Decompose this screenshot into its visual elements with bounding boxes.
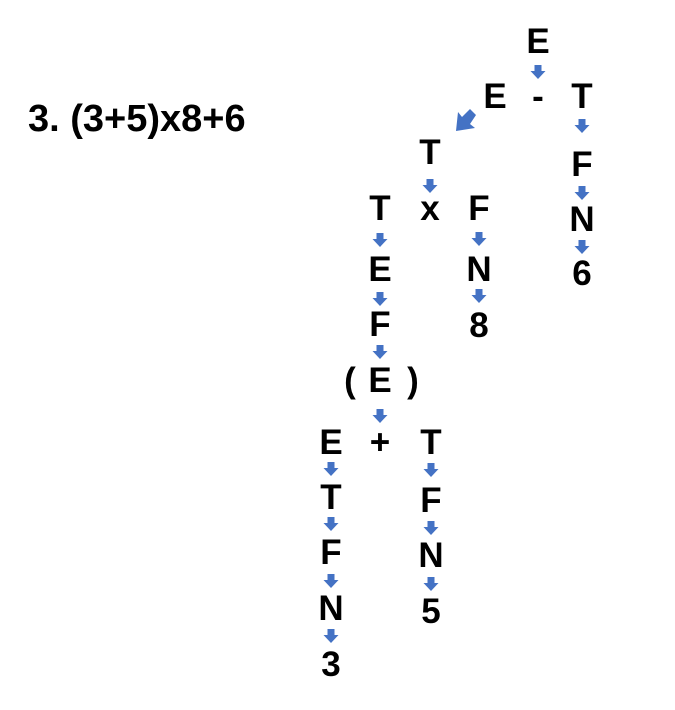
down-arrow-icon xyxy=(323,574,339,588)
t-symbol: T xyxy=(320,478,342,517)
t-symbol: T xyxy=(420,423,442,462)
down-arrow-icon xyxy=(574,119,590,133)
down-arrow-icon xyxy=(323,629,339,643)
down-arrow-icon xyxy=(372,233,388,247)
e-symbol: E xyxy=(483,77,507,116)
f-symbol: F xyxy=(420,481,442,520)
number-8: 8 xyxy=(469,306,489,345)
open-paren: ( xyxy=(344,361,356,400)
n-symbol: N xyxy=(418,536,444,575)
diagonal-arrow-icon xyxy=(456,109,476,131)
down-arrow-icon xyxy=(574,186,590,200)
down-arrow-icon xyxy=(372,409,388,423)
e-symbol: E xyxy=(368,250,392,289)
f-symbol: F xyxy=(369,305,391,344)
number-3: 3 xyxy=(321,645,341,684)
down-arrow-icon xyxy=(471,232,487,246)
t-symbol: T xyxy=(571,77,593,116)
number-6: 6 xyxy=(572,254,592,293)
down-arrow-icon xyxy=(372,345,388,359)
close-paren: ) xyxy=(407,361,419,400)
f-symbol: F xyxy=(571,145,593,184)
e-symbol: E xyxy=(319,423,343,462)
plus-operator: + xyxy=(369,423,391,462)
e-symbol: E xyxy=(368,361,392,400)
down-arrow-icon xyxy=(422,179,438,193)
n-symbol: N xyxy=(466,250,492,289)
t-symbol: T xyxy=(419,133,441,172)
f-symbol: F xyxy=(320,533,342,572)
down-arrow-icon xyxy=(372,292,388,306)
expression-title: 3. (3+5)x8+6 xyxy=(28,98,246,140)
down-arrow-icon xyxy=(530,65,546,79)
down-arrow-icon xyxy=(423,577,439,591)
number-5: 5 xyxy=(421,592,441,631)
n-symbol: N xyxy=(318,589,344,628)
t-symbol: T xyxy=(369,189,391,228)
down-arrow-icon xyxy=(471,289,487,303)
n-symbol: N xyxy=(569,200,595,239)
down-arrow-icon xyxy=(423,463,439,477)
times-operator: x xyxy=(420,189,440,228)
down-arrow-icon xyxy=(323,517,339,531)
minus-operator: - xyxy=(532,77,544,116)
f-symbol: F xyxy=(468,189,490,228)
down-arrow-icon xyxy=(423,521,439,535)
down-arrow-icon xyxy=(323,462,339,476)
root-e-symbol: E xyxy=(526,22,550,61)
down-arrow-icon xyxy=(574,240,590,254)
